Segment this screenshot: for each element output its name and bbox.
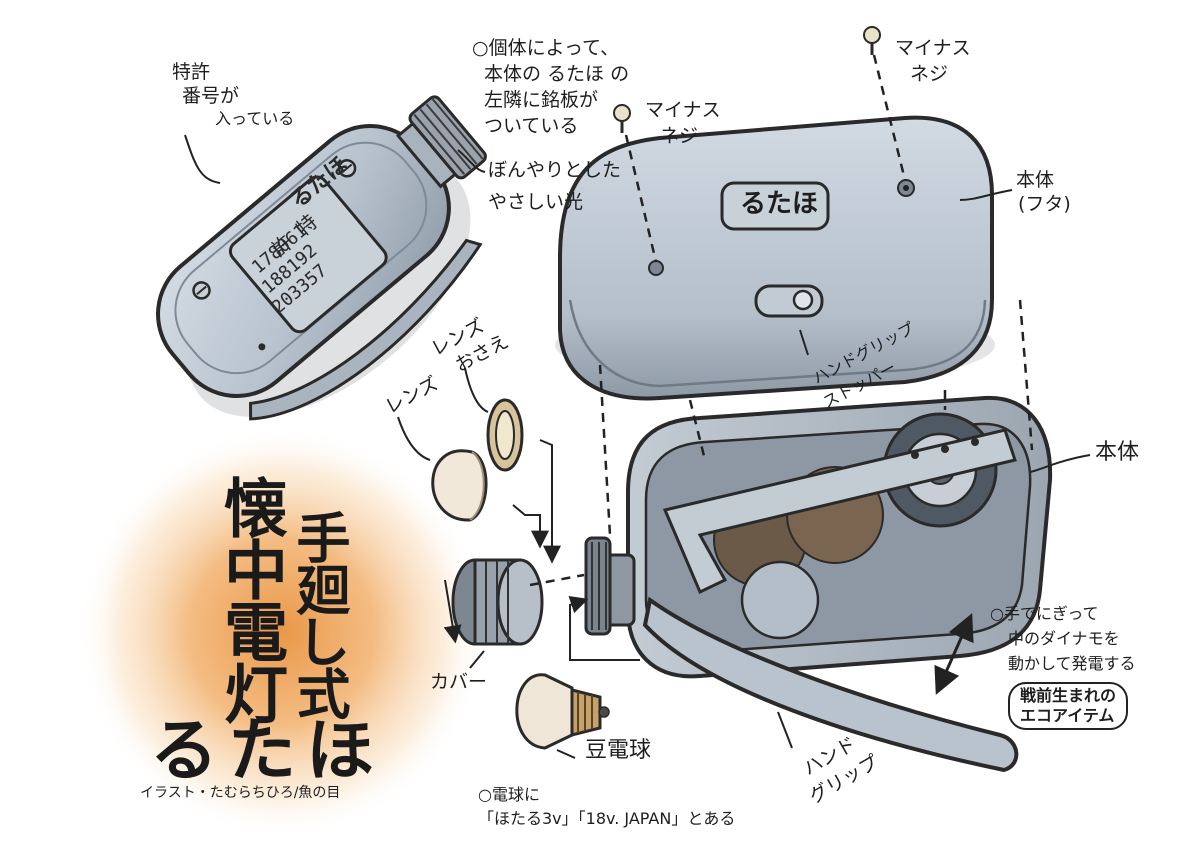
assembled-flashlight xyxy=(156,95,487,421)
label-dynamo-3: 動かして発電する xyxy=(1008,654,1136,673)
eco-badge-line1: 戦前生まれの xyxy=(1020,686,1117,705)
bulb-part xyxy=(515,673,610,750)
cover-part xyxy=(451,558,544,646)
label-screw2-2: ネジ xyxy=(910,63,949,85)
grip-motion-arrow xyxy=(934,613,974,695)
label-bulb-note-1: ○電球に xyxy=(478,785,540,804)
title-line1: 懐中電灯 xyxy=(213,475,288,723)
label-body: 本体 xyxy=(1095,440,1140,465)
lens-dome xyxy=(431,449,488,522)
label-soft-light-2: やさしい光 xyxy=(488,191,584,213)
title-line2: 手廻し式 xyxy=(287,510,351,718)
label-screw1-2: ネジ xyxy=(660,125,699,147)
lid-brand: るたほ xyxy=(740,189,819,219)
label-cover: カバー xyxy=(430,671,488,693)
leader-lines xyxy=(184,134,1091,759)
eco-badge-line2: エコアイテム xyxy=(1020,706,1115,725)
assembly-guides xyxy=(529,54,1034,587)
credit: イラスト・たむらちひろ/魚の目 xyxy=(140,785,341,801)
label-nameplate-4: ついている xyxy=(484,115,579,137)
lid xyxy=(555,115,995,401)
label-bulb-note-2: 「ほたる3v」「18v. JAPAN」とある xyxy=(478,809,736,828)
label-bulb: 豆電球 xyxy=(585,738,652,763)
label-nameplate-3: 左隣に銘板が xyxy=(484,89,599,111)
label-dynamo-1: ○手でにぎって xyxy=(990,604,1099,623)
label-patent-3: 入っている xyxy=(215,109,295,128)
eco-badge: 戦前生まれの エコアイテム xyxy=(1008,682,1129,730)
lens-holder-ring xyxy=(486,398,524,472)
label-dynamo-2: 中のダイナモを xyxy=(1008,629,1120,648)
label-body-lid-1: 本体 xyxy=(1016,169,1055,191)
label-body-lid-2: (フタ) xyxy=(1018,193,1071,215)
glow-halo xyxy=(77,427,487,837)
label-screw1-1: マイナス xyxy=(645,99,721,121)
open-body xyxy=(584,395,1053,773)
screw-icon-2 xyxy=(863,26,881,55)
label-soft-light-1: ぼんやりとした xyxy=(488,159,622,181)
label-patent-2: 番号が xyxy=(182,85,240,107)
screw-icon-1 xyxy=(613,104,631,133)
label-patent-1: 特許 xyxy=(172,61,211,83)
label-nameplate-2: 本体の るたほ の xyxy=(484,63,630,85)
title-main: るたほ xyxy=(150,712,385,791)
label-screw2-1: マイナス xyxy=(895,37,971,59)
label-nameplate-1: ○個体によって、 xyxy=(472,37,620,59)
